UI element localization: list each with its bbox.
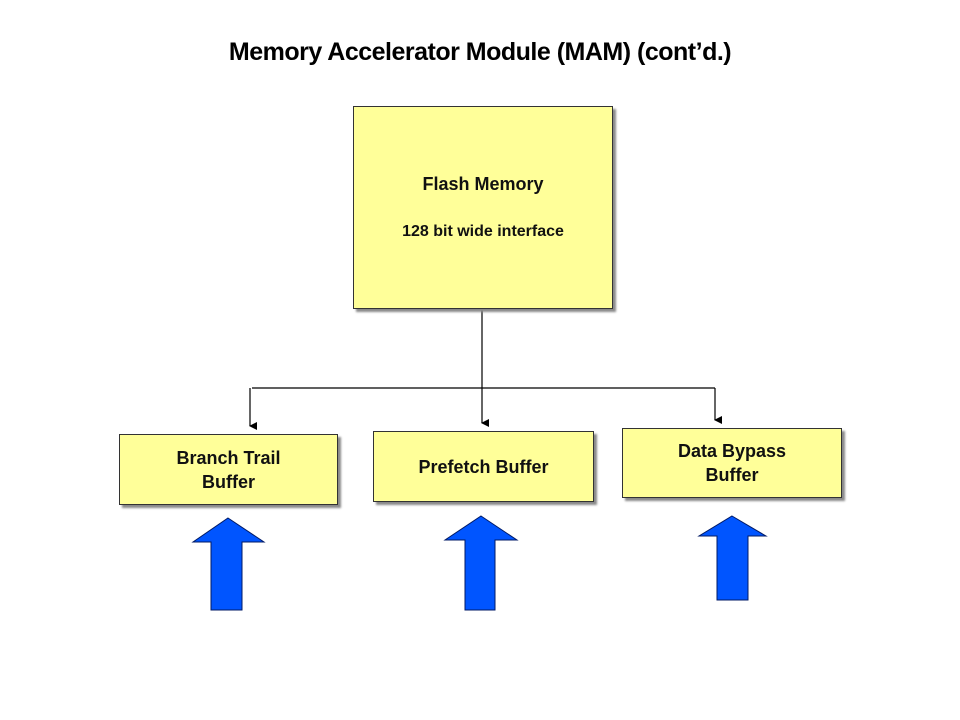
up-arrow-branch-trail-icon [191,517,266,611]
prefetch-buffer-box: Prefetch Buffer [373,431,594,502]
branch-trail-buffer-box: Branch Trail Buffer [119,434,338,505]
data-bypass-label-line2: Buffer [705,465,759,485]
prefetch-buffer-label: Prefetch Buffer [418,456,549,477]
flash-memory-sublabel: 128 bit wide interface [402,222,564,240]
data-bypass-buffer-box: Data Bypass Buffer [622,428,842,498]
flash-memory-label: Flash Memory [422,173,544,194]
data-bypass-label-line1: Data Bypass [677,441,787,461]
branch-trail-label-line1: Branch Trail [176,447,281,468]
branch-trail-label-line2: Buffer [202,471,255,492]
up-arrow-data-bypass-icon [697,515,768,601]
slide-title: Memory Accelerator Module (MAM) (cont’d.… [228,38,732,66]
up-arrow-prefetch-icon [443,515,519,611]
flash-memory-box: Flash Memory 128 bit wide interface [353,106,613,309]
